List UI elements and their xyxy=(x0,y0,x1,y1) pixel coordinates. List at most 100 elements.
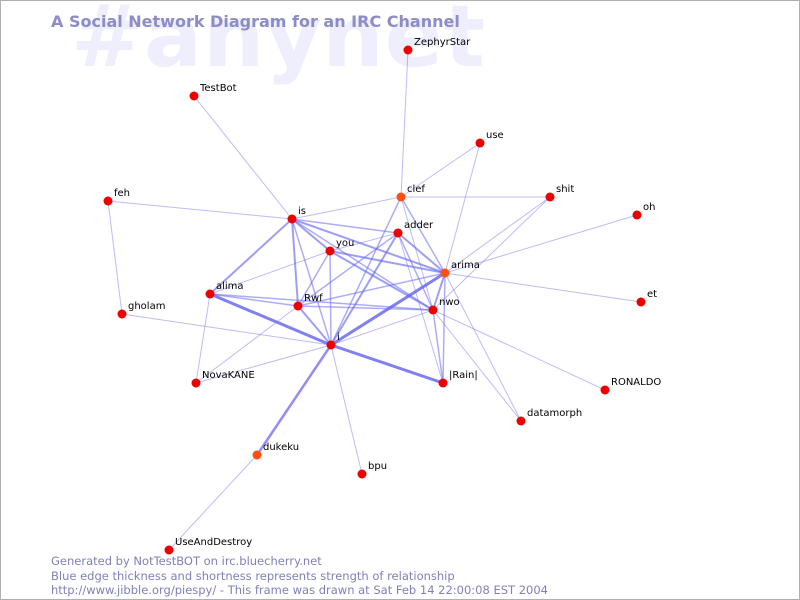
edge-is-arima xyxy=(291,218,446,274)
node-label: feh xyxy=(114,188,130,199)
node-RONALDO: RONALDO xyxy=(600,377,661,395)
node-et: et xyxy=(636,289,657,307)
node-label: shit xyxy=(556,184,574,195)
edge-adder-Rwf xyxy=(297,232,399,307)
edge-is-feh xyxy=(107,200,293,220)
node-dot xyxy=(475,138,485,148)
edge-you-nwo xyxy=(329,250,434,311)
node-dot xyxy=(438,378,448,388)
edge-nwo-Rwf xyxy=(297,305,434,311)
edge-adder-Rain xyxy=(397,232,444,384)
edge-clef-nwo xyxy=(400,196,434,311)
node-label: adder xyxy=(404,220,434,231)
node-clef: clef xyxy=(396,184,425,202)
edge-is-Rwf xyxy=(291,218,299,307)
edge-nwo-shit xyxy=(432,196,551,311)
node-dot xyxy=(191,378,201,388)
edge-nwo-RONALDO xyxy=(432,309,606,391)
node-dot xyxy=(117,309,127,319)
edge-i-Rain xyxy=(329,343,445,385)
node-dot xyxy=(393,228,403,238)
footer-legend-note: Blue edge thickness and shortness repres… xyxy=(51,568,455,583)
node-you: you xyxy=(325,238,354,256)
node-ZephyrStar: ZephyrStar xyxy=(403,37,471,55)
node-is: is xyxy=(287,206,306,224)
edge-arima-use xyxy=(444,142,481,274)
edge-clef-ZephyrStar xyxy=(400,49,409,198)
node-dot xyxy=(357,469,367,479)
node-gholam: gholam xyxy=(117,301,165,319)
edge-you-arima xyxy=(329,250,446,274)
edge-i-alima xyxy=(208,292,333,347)
edge-i-dukeku xyxy=(255,343,333,457)
node-label: i xyxy=(337,332,340,343)
footer-url-timestamp: http://www.jibble.org/piespy/ - This fra… xyxy=(51,583,548,597)
node-dot xyxy=(325,246,335,256)
node-label: dukeku xyxy=(263,442,299,453)
edge-layer xyxy=(107,49,642,551)
node-label: RONALDO xyxy=(611,377,661,388)
edge-nwo-datamorph xyxy=(432,309,522,422)
node-label: bpu xyxy=(368,461,387,472)
node-dot xyxy=(205,289,215,299)
node-label: ZephyrStar xyxy=(414,37,471,48)
edge-i-gholam xyxy=(121,313,332,346)
node-label: oh xyxy=(643,202,655,213)
node-dot xyxy=(189,91,199,101)
edge-feh-gholam xyxy=(107,200,123,315)
node-label: TestBot xyxy=(199,83,237,94)
node-label: UseAndDestroy xyxy=(175,537,252,548)
edge-is-adder xyxy=(291,218,399,234)
node-dot xyxy=(403,45,413,55)
node-alima: alima xyxy=(205,281,244,299)
node-UseAndDestroy: UseAndDestroy xyxy=(164,537,252,555)
edge-clef-use xyxy=(400,142,481,198)
node-label: gholam xyxy=(128,301,165,312)
node-i: i xyxy=(326,332,340,350)
edge-arima-Rain xyxy=(442,272,446,384)
node-dot xyxy=(600,385,610,395)
node-label: alima xyxy=(216,281,244,292)
node-label: datamorph xyxy=(527,408,582,419)
node-dot xyxy=(164,545,174,555)
node-adder: adder xyxy=(393,220,434,238)
edge-is-you xyxy=(291,218,331,252)
node-dukeku: dukeku xyxy=(252,442,299,460)
edge-you-alima xyxy=(209,250,331,295)
node-feh: feh xyxy=(103,188,130,206)
node-arima: arima xyxy=(440,260,480,278)
edge-clef-arima xyxy=(400,196,446,274)
node-label: is xyxy=(298,206,306,217)
edge-adder-arima xyxy=(397,232,446,274)
edge-is-TestBot xyxy=(193,95,293,220)
edge-is-alima xyxy=(209,218,293,295)
node-dot xyxy=(252,450,262,460)
edge-dukeku-UseAndDestroy xyxy=(168,454,258,551)
edge-you-adder xyxy=(329,232,399,252)
node-bpu: bpu xyxy=(357,461,387,479)
edge-i-nwo xyxy=(330,309,434,346)
node-dot xyxy=(428,305,438,315)
edge-is-clef xyxy=(291,196,402,220)
edge-is-nwo xyxy=(291,218,434,311)
edge-you-Rwf xyxy=(297,250,331,307)
edge-Rwf-alima xyxy=(209,293,299,307)
channel-watermark: #anynet xyxy=(71,0,487,87)
edge-arima-nwo xyxy=(432,272,446,311)
node-NovaKANE: NovaKANE xyxy=(191,370,255,388)
edge-Rwf-NovaKANE xyxy=(195,305,299,384)
edge-arima-shit xyxy=(444,196,551,274)
node-label: clef xyxy=(407,184,425,195)
node-dot xyxy=(326,340,336,350)
node-label: you xyxy=(336,238,354,249)
node-Rain: |Rain| xyxy=(438,370,478,388)
node-dot xyxy=(516,416,526,426)
footer-generated-by: Generated by NotTestBOT on irc.bluecherr… xyxy=(51,554,322,568)
edge-alima-NovaKANE xyxy=(195,293,211,384)
node-use: use xyxy=(475,130,504,148)
node-label: NovaKANE xyxy=(202,370,255,381)
node-dot xyxy=(440,268,450,278)
